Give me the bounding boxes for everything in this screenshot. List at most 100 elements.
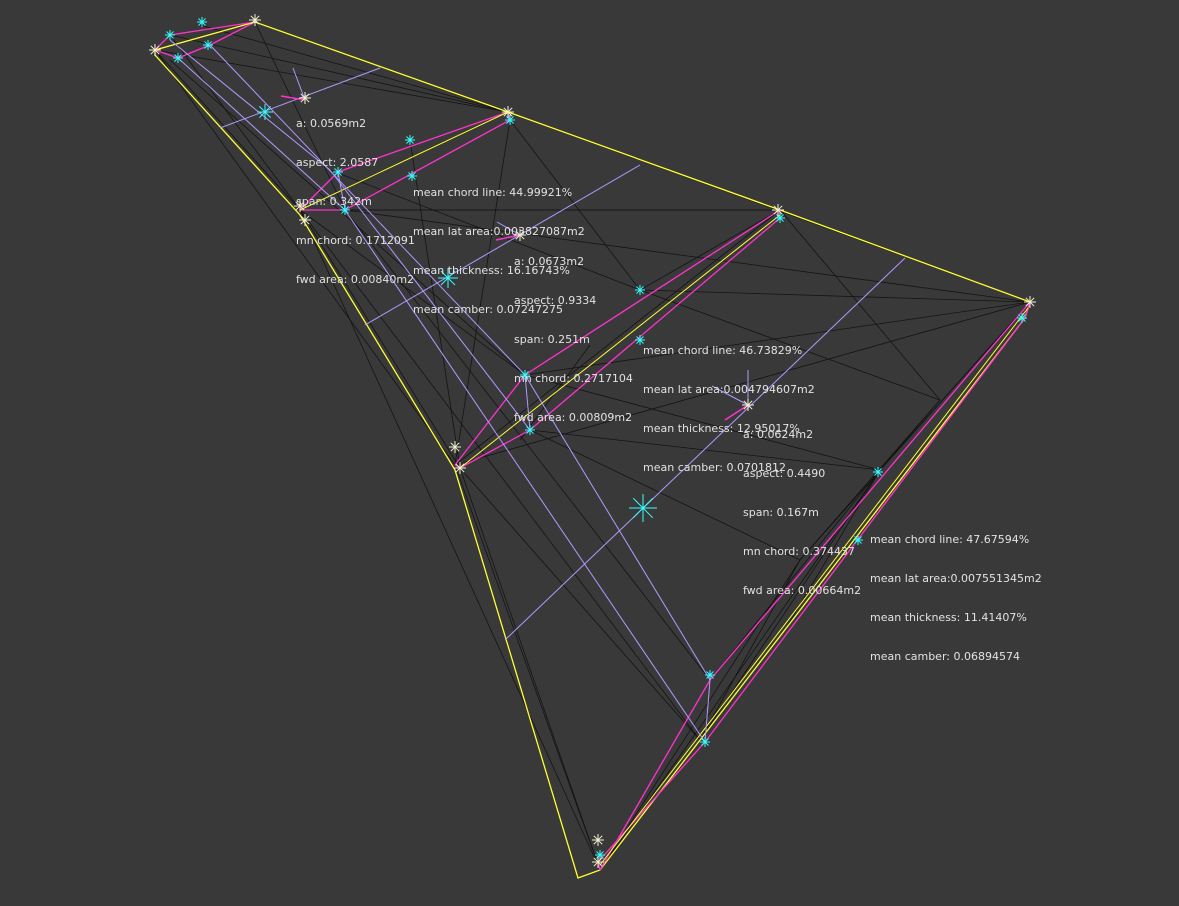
panel-mean-chord: mn chord: 0.2717104 (514, 372, 633, 385)
panel-3-section-stats: mean chord line: 47.67594% mean lat area… (870, 507, 1042, 689)
panel-3-stats: a: 0.0624m2 aspect: 0.4490 span: 0.167m … (743, 402, 861, 623)
centroid-marker (257, 104, 273, 120)
panel-1-stats: a: 0.0569m2 aspect: 2.0587 span: 0.342m … (296, 91, 415, 312)
vertex-marker (407, 171, 417, 181)
sample-point-marker (299, 92, 311, 104)
panel-aspect: aspect: 0.9334 (514, 294, 597, 307)
mesh-edge (299, 209, 461, 469)
panel-span: span: 0.167m (743, 506, 819, 519)
panel-area: a: 0.0569m2 (296, 117, 367, 130)
mesh-edge (454, 209, 781, 466)
panel-aspect: aspect: 0.4490 (743, 467, 826, 480)
moment-1 (280, 95, 306, 101)
axis-1 (169, 39, 331, 171)
mean-lat-area: mean lat area:0.007551345m2 (870, 572, 1042, 585)
mesh-edge (454, 119, 511, 466)
mesh-edge (344, 209, 711, 681)
sample-point-marker (592, 834, 604, 846)
mesh-edge (879, 399, 941, 471)
sample-point-marker (249, 14, 261, 26)
mesh-edge (459, 467, 601, 871)
mean-thickness: mean thickness: 11.41407% (870, 611, 1027, 624)
sample-point-marker (149, 44, 161, 56)
mesh-edge (154, 49, 301, 211)
vertex-marker (1017, 313, 1027, 323)
sample-point-marker (742, 399, 754, 411)
vertex-marker (203, 40, 213, 50)
sample-point-marker (299, 214, 311, 226)
mean-camber: mean camber: 0.0701812 (643, 461, 786, 474)
vertex-marker (853, 535, 863, 545)
vertex-marker (520, 370, 530, 380)
vertex-marker (197, 17, 207, 27)
panel-span: span: 0.342m (296, 195, 372, 208)
mean-chord-line: mean chord line: 44.99921% (413, 186, 573, 199)
chord-line-2 (299, 111, 509, 211)
axis-5 (344, 209, 706, 743)
chord-section-2 (299, 111, 511, 211)
moment-2 (495, 234, 521, 241)
chord-line-3 (459, 214, 781, 469)
mesh-edge (454, 464, 601, 871)
section-link-1 (337, 171, 346, 211)
mesh-edge (199, 24, 509, 113)
mesh-edge (599, 559, 801, 871)
mesh-edge (254, 21, 346, 211)
mean-chord-line: mean chord line: 47.67594% (870, 533, 1030, 546)
sample-point-marker (502, 106, 514, 118)
vertex-marker (635, 335, 645, 345)
mean-lat-area: mean lat area:0.004794607m2 (643, 383, 815, 396)
mesh-edge (169, 59, 526, 376)
sample-point-marker (294, 200, 306, 212)
mesh-edge (529, 429, 881, 471)
panel-area: a: 0.0624m2 (743, 428, 814, 441)
vertex-marker (705, 670, 715, 680)
axis-4 (329, 169, 531, 431)
mesh-edge (459, 467, 701, 741)
vertex-marker (505, 115, 515, 125)
moment-3 (724, 404, 749, 421)
vector-3 (711, 385, 749, 406)
chord-line-1 (154, 21, 256, 51)
vertex-marker (333, 167, 343, 177)
vertex-marker (700, 737, 710, 747)
centroid-marker (629, 494, 657, 522)
mean-thickness: mean thickness: 12.95017% (643, 422, 800, 435)
mesh-edge (454, 301, 1031, 466)
mesh-edge (599, 469, 881, 871)
axis-6 (524, 374, 711, 681)
panel-fwd-area: fwd area: 0.00840m2 (296, 273, 415, 286)
mean-lat-area: mean lat area:0.003827087m2 (413, 225, 585, 238)
vertex-marker (405, 135, 415, 145)
mean-chord-line: mean chord line: 46.73829% (643, 344, 803, 357)
mean-camber: mean camber: 0.06894574 (870, 650, 1020, 663)
panel-fwd-area: fwd area: 0.00664m2 (743, 584, 862, 597)
mesh-edge (154, 49, 509, 113)
mean-camber: mean camber: 0.07247275 (413, 303, 563, 316)
vertex-marker (595, 850, 605, 860)
chord-line-4 (599, 307, 1029, 866)
sample-point-marker (592, 856, 604, 868)
panel-mean-chord: mn chord: 0.1712091 (296, 234, 415, 247)
section-link-3 (704, 679, 711, 743)
vertex-marker (173, 53, 183, 63)
vertex-marker (340, 205, 350, 215)
mesh-edge (509, 119, 641, 291)
centroid-marker (438, 268, 458, 288)
panel-span: span: 0.251m (514, 333, 590, 346)
cross-axis-2 (364, 164, 641, 326)
mesh-edge (299, 209, 526, 376)
mesh-edge (779, 209, 941, 401)
sample-point-marker (772, 204, 784, 216)
vertex-marker (873, 467, 883, 477)
axis-3 (209, 44, 526, 376)
panel-fwd-area: fwd area: 0.00809m2 (514, 411, 633, 424)
mesh-edge (299, 209, 701, 741)
sample-point-marker (514, 229, 526, 241)
sample-point-marker (449, 441, 461, 453)
cross-axis-3 (504, 257, 906, 641)
section-link-2 (524, 374, 531, 431)
sample-point-marker (1024, 296, 1036, 308)
